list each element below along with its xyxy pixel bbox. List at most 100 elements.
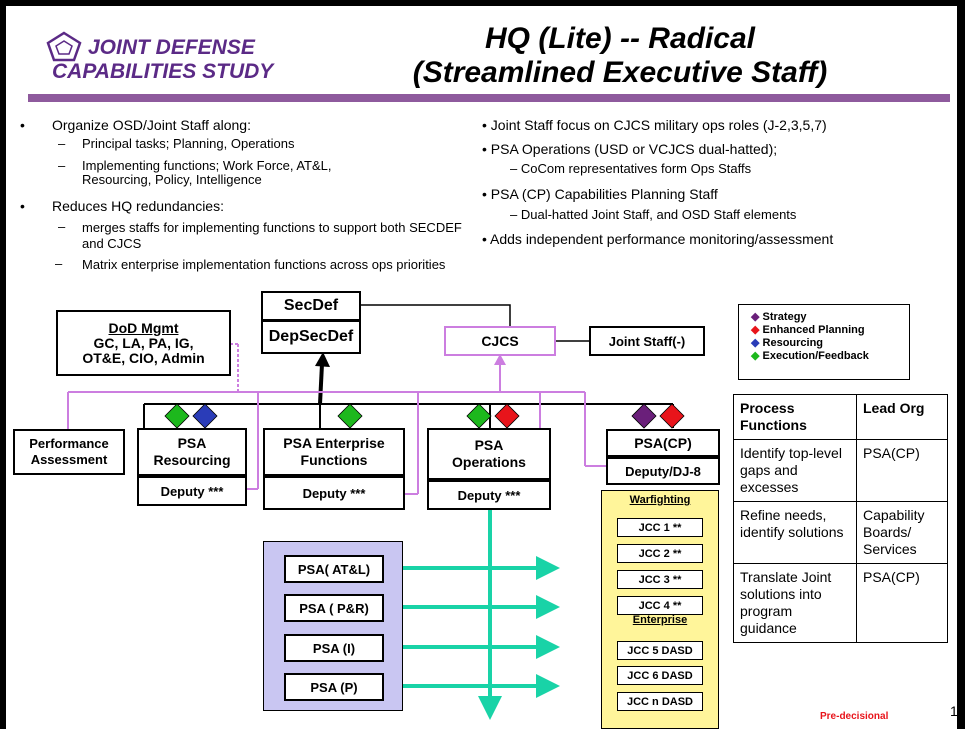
psa-p-label: PSA (P) [310, 679, 358, 695]
psa-i-box: PSA (I) [284, 634, 384, 662]
legend-label: Execution/Feedback [762, 350, 869, 362]
jcc-1-label: JCC 1 ** [638, 521, 682, 534]
process-functions-table: Process Functions Lead Org Identify top-… [733, 394, 948, 643]
process-cell: Refine needs, identify solutions [733, 501, 857, 564]
dash-icon: – [58, 158, 66, 173]
left-sub-3: merges staffs for implementing functions… [82, 220, 462, 251]
process-cell: Identify top-level gaps and excesses [733, 439, 857, 502]
warfighting-label: Warfighting [629, 494, 691, 506]
table-header-row: Process Functions Lead Org [733, 394, 948, 440]
right-sub-1: – CoCom representatives form Ops Staffs [510, 161, 752, 176]
cjcs-label: CJCS [481, 333, 519, 349]
psa-atl-label: PSA( AT&L) [297, 561, 371, 577]
header-divider [28, 94, 950, 102]
right-bullet-1: • Joint Staff focus on CJCS military ops… [482, 117, 827, 133]
right-bullet-2: • PSA Operations (USD or VCJCS dual-hatt… [482, 141, 778, 157]
planning-diamond-icon [659, 403, 685, 429]
resourcing-diamond-icon [192, 403, 218, 429]
jcc-1-box: JCC 1 ** [617, 518, 703, 537]
joint-staff-box: Joint Staff(-) [589, 326, 705, 356]
psa-ops-line2: Operations [452, 454, 526, 470]
depsecdef-label: DepSecDef [268, 328, 354, 345]
right-sub-2: – Dual-hatted Joint Staff, and OSD Staff… [510, 207, 797, 222]
depsecdef-box: DepSecDef [261, 320, 361, 354]
dash-icon: – [58, 219, 66, 234]
legend-list: ◆ Strategy◆ Enhanced Planning◆ Resourcin… [751, 311, 909, 363]
legend-box: ◆ Strategy◆ Enhanced Planning◆ Resourcin… [738, 304, 910, 380]
psa-ops-line1: PSA [474, 437, 504, 453]
right-bullet-3: • PSA (CP) Capabilities Planning Staff [482, 186, 718, 202]
psa-pr-label: PSA ( P&R) [299, 600, 369, 616]
execution-diamond-icon [337, 403, 363, 429]
execution-diamond-icon [466, 403, 492, 429]
joint-staff-label: Joint Staff(-) [608, 333, 686, 349]
lead-org-cell: PSA(CP) [856, 439, 948, 502]
legend-item: ◆ Enhanced Planning [751, 324, 909, 337]
psa-cp-box: PSA(CP) [606, 429, 720, 457]
table-row: Translate Joint solutions into program g… [733, 563, 948, 643]
strategy-diamond-icon [631, 403, 657, 429]
dod-mgmt-box: DoD Mgmt GC, LA, PA, IG, OT&E, CIO, Admi… [56, 310, 231, 376]
col-lead-header: Lead Org [856, 394, 948, 440]
dod-mgmt-title: DoD Mgmt [108, 319, 179, 336]
jcc-4-box: JCC 4 ** [617, 596, 703, 615]
jcc-5-label: JCC 5 DASD [627, 644, 693, 657]
jcc-6-label: JCC 6 DASD [627, 669, 693, 682]
dash-icon: – [55, 256, 63, 271]
jcc-2-box: JCC 2 ** [617, 544, 703, 563]
dash-icon: – [58, 136, 66, 151]
psa-res-line2: Resourcing [153, 452, 231, 468]
deputy-enterprise-box: Deputy *** [263, 476, 405, 510]
cjcs-box: CJCS [444, 326, 556, 356]
secdef-label: SecDef [283, 297, 339, 314]
psa-pr-box: PSA ( P&R) [284, 594, 384, 622]
lead-org-cell: Capability Boards/ Services [856, 501, 948, 564]
psa-ent-label: PSA Enterprise Functions [283, 435, 385, 468]
slide-title: HQ (Lite) -- Radical (Streamlined Execut… [385, 22, 855, 90]
deputy-label: Deputy *** [457, 487, 521, 503]
deputy-dj8-box: Deputy/DJ-8 [606, 457, 720, 485]
psa-enterprise-box: PSA Enterprise Functions [263, 428, 405, 476]
legend-label: Resourcing [762, 337, 824, 349]
pentagon-logo-icon [46, 31, 82, 62]
jcc-n-label: JCC n DASD [626, 695, 693, 708]
process-cell: Translate Joint solutions into program g… [733, 563, 857, 643]
jcc-5-box: JCC 5 DASD [617, 641, 703, 660]
diamond-group-resourcing [164, 403, 218, 429]
logo-text: JOINT DEFENSE CAPABILITIES STUDY [28, 36, 273, 84]
diamond-group-operations [466, 403, 520, 429]
performance-assessment-box: Performance Assessment [13, 429, 125, 475]
jcc-4-label: JCC 4 ** [638, 599, 682, 612]
dod-mgmt-line1: GC, LA, PA, IG, [93, 334, 194, 351]
legend-item: ◆ Resourcing [751, 337, 909, 350]
planning-diamond-icon [494, 403, 520, 429]
left-sub-4: Matrix enterprise implementation functio… [82, 257, 446, 272]
legend-diamond-icon: ◆ [751, 350, 763, 362]
title-line1: HQ (Lite) -- Radical [484, 22, 755, 55]
logo-line1: JOINT DEFENSE [88, 36, 255, 59]
title-line2: (Streamlined Executive Staff) [412, 56, 828, 89]
left-sub-1: Principal tasks; Planning, Operations [82, 136, 295, 151]
dod-mgmt-line2: OT&E, CIO, Admin [82, 349, 205, 366]
deputy-resourcing-box: Deputy *** [137, 476, 247, 506]
jcc-2-label: JCC 2 ** [638, 547, 682, 560]
legend-diamond-icon: ◆ [751, 337, 763, 349]
psa-cp-label: PSA(CP) [634, 435, 692, 451]
psa-p-box: PSA (P) [284, 673, 384, 701]
diamond-group-enterprise [337, 403, 363, 429]
legend-label: Strategy [762, 311, 807, 323]
legend-item: ◆ Strategy [751, 311, 909, 324]
psa-i-label: PSA (I) [312, 640, 356, 656]
left-sub-2: Implementing functions; Work Force, AT&L… [82, 158, 332, 187]
slide-frame-left [0, 0, 6, 729]
col-process-header: Process Functions [733, 394, 857, 440]
right-bullet-4: • Adds independent performance monitorin… [482, 231, 834, 247]
deputy-operations-box: Deputy *** [427, 480, 551, 510]
legend-diamond-icon: ◆ [751, 311, 763, 323]
slide-frame-top [0, 0, 965, 6]
execution-diamond-icon [164, 403, 190, 429]
psa-atl-box: PSA( AT&L) [284, 555, 384, 583]
legend-item: ◆ Execution/Feedback [751, 350, 909, 363]
